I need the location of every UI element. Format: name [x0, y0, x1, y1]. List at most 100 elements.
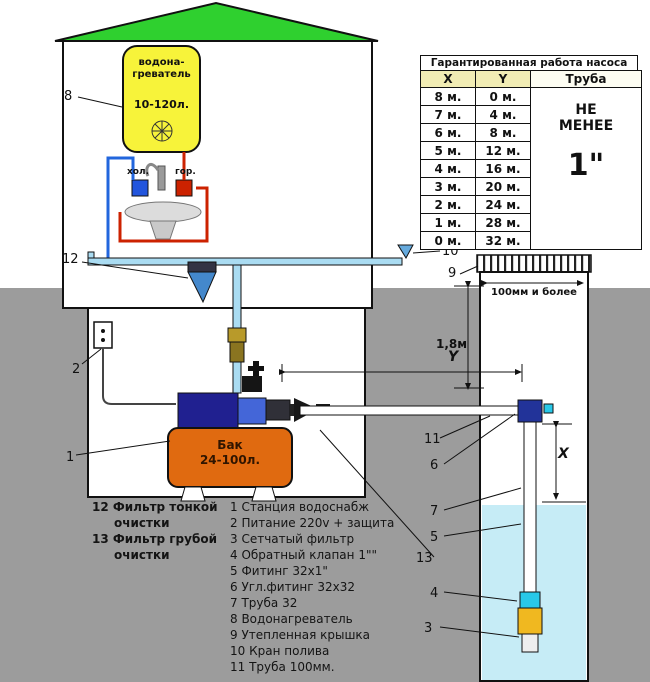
- power-cable: [102, 348, 176, 405]
- cell-x: 2 м.: [420, 195, 476, 214]
- cell-y: 16 м.: [475, 159, 531, 178]
- callout-7: 7: [430, 504, 439, 519]
- legend-item-2: 2 Питание 220v + защита: [230, 516, 395, 530]
- cell-y: 20 м.: [475, 177, 531, 196]
- power-outlet: [93, 321, 113, 349]
- tank-label-line2: 24-100л.: [199, 453, 261, 467]
- legend-left-12-line1: 12 Фильтр тонкой: [92, 500, 218, 514]
- pressure-switch: [242, 376, 262, 392]
- callout-2: 2: [72, 362, 81, 377]
- legend-item-10: 10 Кран полива: [230, 644, 330, 658]
- legend-item-3: 3 Сетчатый фильтр: [230, 532, 355, 546]
- mesh-strainer: [521, 633, 539, 653]
- hot-label: гор.: [175, 167, 196, 177]
- roof: [54, 1, 379, 42]
- cell-y: 24 м.: [475, 195, 531, 214]
- cell-x: 0 м.: [420, 231, 476, 250]
- faucet-spout: [145, 163, 160, 177]
- table-row: 5 м.12 м.: [420, 141, 642, 160]
- dim-depth-label: 1,8м: [436, 337, 468, 351]
- faucet: [157, 165, 166, 191]
- cell-x: 5 м.: [420, 141, 476, 160]
- legend-item-4: 4 Обратный клапан 1"": [230, 548, 377, 562]
- legend-item-5: 5 Фитинг 32х1": [230, 564, 328, 578]
- cell-x: 7 м.: [420, 105, 476, 124]
- cell-x: 6 м.: [420, 123, 476, 142]
- pump-performance-table: X Y Труба 8 м. 0 м. НЕ МЕНЕЕ 1" 7 м.4 м.…: [420, 70, 642, 250]
- insulated-cover: [476, 254, 592, 273]
- callout-4: 4: [430, 586, 439, 601]
- main-supply-pipe: [87, 257, 403, 266]
- valve-handle-v: [253, 361, 259, 376]
- table-row: 8 м. 0 м. НЕ МЕНЕЕ 1": [420, 87, 642, 250]
- garden-tap: [397, 244, 414, 260]
- table-row: 4 м.16 м.: [420, 159, 642, 178]
- foot-fitting: [517, 607, 543, 635]
- fine-filter-head: [187, 261, 217, 273]
- elbow-cyan-plug: [543, 403, 554, 414]
- outlet-hole-top: [101, 329, 105, 333]
- table-row: 0 м.32 м.: [420, 231, 642, 250]
- brass-fitting-body: [229, 341, 245, 363]
- cold-pipe: [106, 156, 135, 259]
- pipe-size: 1": [567, 148, 605, 184]
- table-header-x: X: [420, 70, 476, 88]
- callout-8: 8: [64, 89, 73, 104]
- fine-filter-cone: [187, 271, 217, 304]
- dim-well-width-label: 100мм и более: [491, 287, 577, 298]
- callout-6: 6: [430, 458, 439, 473]
- leader-lines: [75, 96, 522, 638]
- sink-bowl: [124, 201, 202, 223]
- cell-x: 4 м.: [420, 159, 476, 178]
- legend-item-11: 11 Труба 100мм.: [230, 660, 335, 674]
- table-row: 6 м.8 м.: [420, 123, 642, 142]
- pump-outlet: [265, 399, 291, 421]
- table-header-pipe: Труба: [530, 70, 642, 88]
- heater-capacity: 10-120л.: [133, 98, 190, 111]
- tank-leg-right: [251, 486, 277, 502]
- table-row: 3 м.20 м.: [420, 177, 642, 196]
- cell-y: 0 м.: [475, 87, 531, 106]
- legend-item-7: 7 Труба 32: [230, 596, 298, 610]
- pump-head: [237, 397, 267, 425]
- dim-x-label: X: [558, 446, 569, 462]
- cell-y: 4 м.: [475, 105, 531, 124]
- horizontal-pipe: [299, 405, 526, 416]
- well-pipe: [523, 421, 537, 595]
- cold-label: хол.: [127, 167, 149, 177]
- cell-x: 8 м.: [420, 87, 476, 106]
- table-header-y: Y: [475, 70, 531, 88]
- legend-item-6: 6 Угл.фитинг 32х32: [230, 580, 356, 594]
- water-heater: [122, 45, 201, 153]
- sink-drain: [149, 220, 177, 240]
- cell-x: 1 м.: [420, 213, 476, 232]
- cold-water-box: [131, 179, 149, 197]
- callout-11: 11: [424, 432, 441, 447]
- legend-left-13-line2: очистки: [114, 548, 170, 562]
- callout-13: 13: [416, 551, 433, 566]
- tank-leg-left: [180, 486, 206, 502]
- legend-item-1: 1 Станция водоснабж: [230, 500, 370, 514]
- callout-1: 1: [66, 450, 75, 465]
- outlet-hole-bottom: [101, 338, 105, 342]
- heater-label-line2: греватель: [132, 69, 191, 80]
- check-valve: [519, 591, 541, 609]
- heater-element-spokes: [152, 121, 172, 141]
- legend-item-9: 9 Утепленная крышка: [230, 628, 371, 642]
- pipe-note-line2: МЕНЕЕ: [558, 118, 614, 135]
- elbow-fitting: [517, 399, 543, 423]
- tank-label-line1: Бак: [217, 438, 243, 452]
- legend-item-8: 8 Водонагреватель: [230, 612, 353, 626]
- dim-y-label: Y: [448, 349, 459, 365]
- cell-y: 8 м.: [475, 123, 531, 142]
- cell-y: 12 м.: [475, 141, 531, 160]
- callout-5: 5: [430, 530, 439, 545]
- table-row: 7 м.4 м.: [420, 105, 642, 124]
- hot-water-box: [175, 179, 193, 197]
- callout-9: 9: [448, 266, 457, 281]
- brass-fitting: [227, 327, 247, 343]
- hot-loop-pipe: [118, 186, 209, 243]
- pump-motor: [177, 392, 239, 429]
